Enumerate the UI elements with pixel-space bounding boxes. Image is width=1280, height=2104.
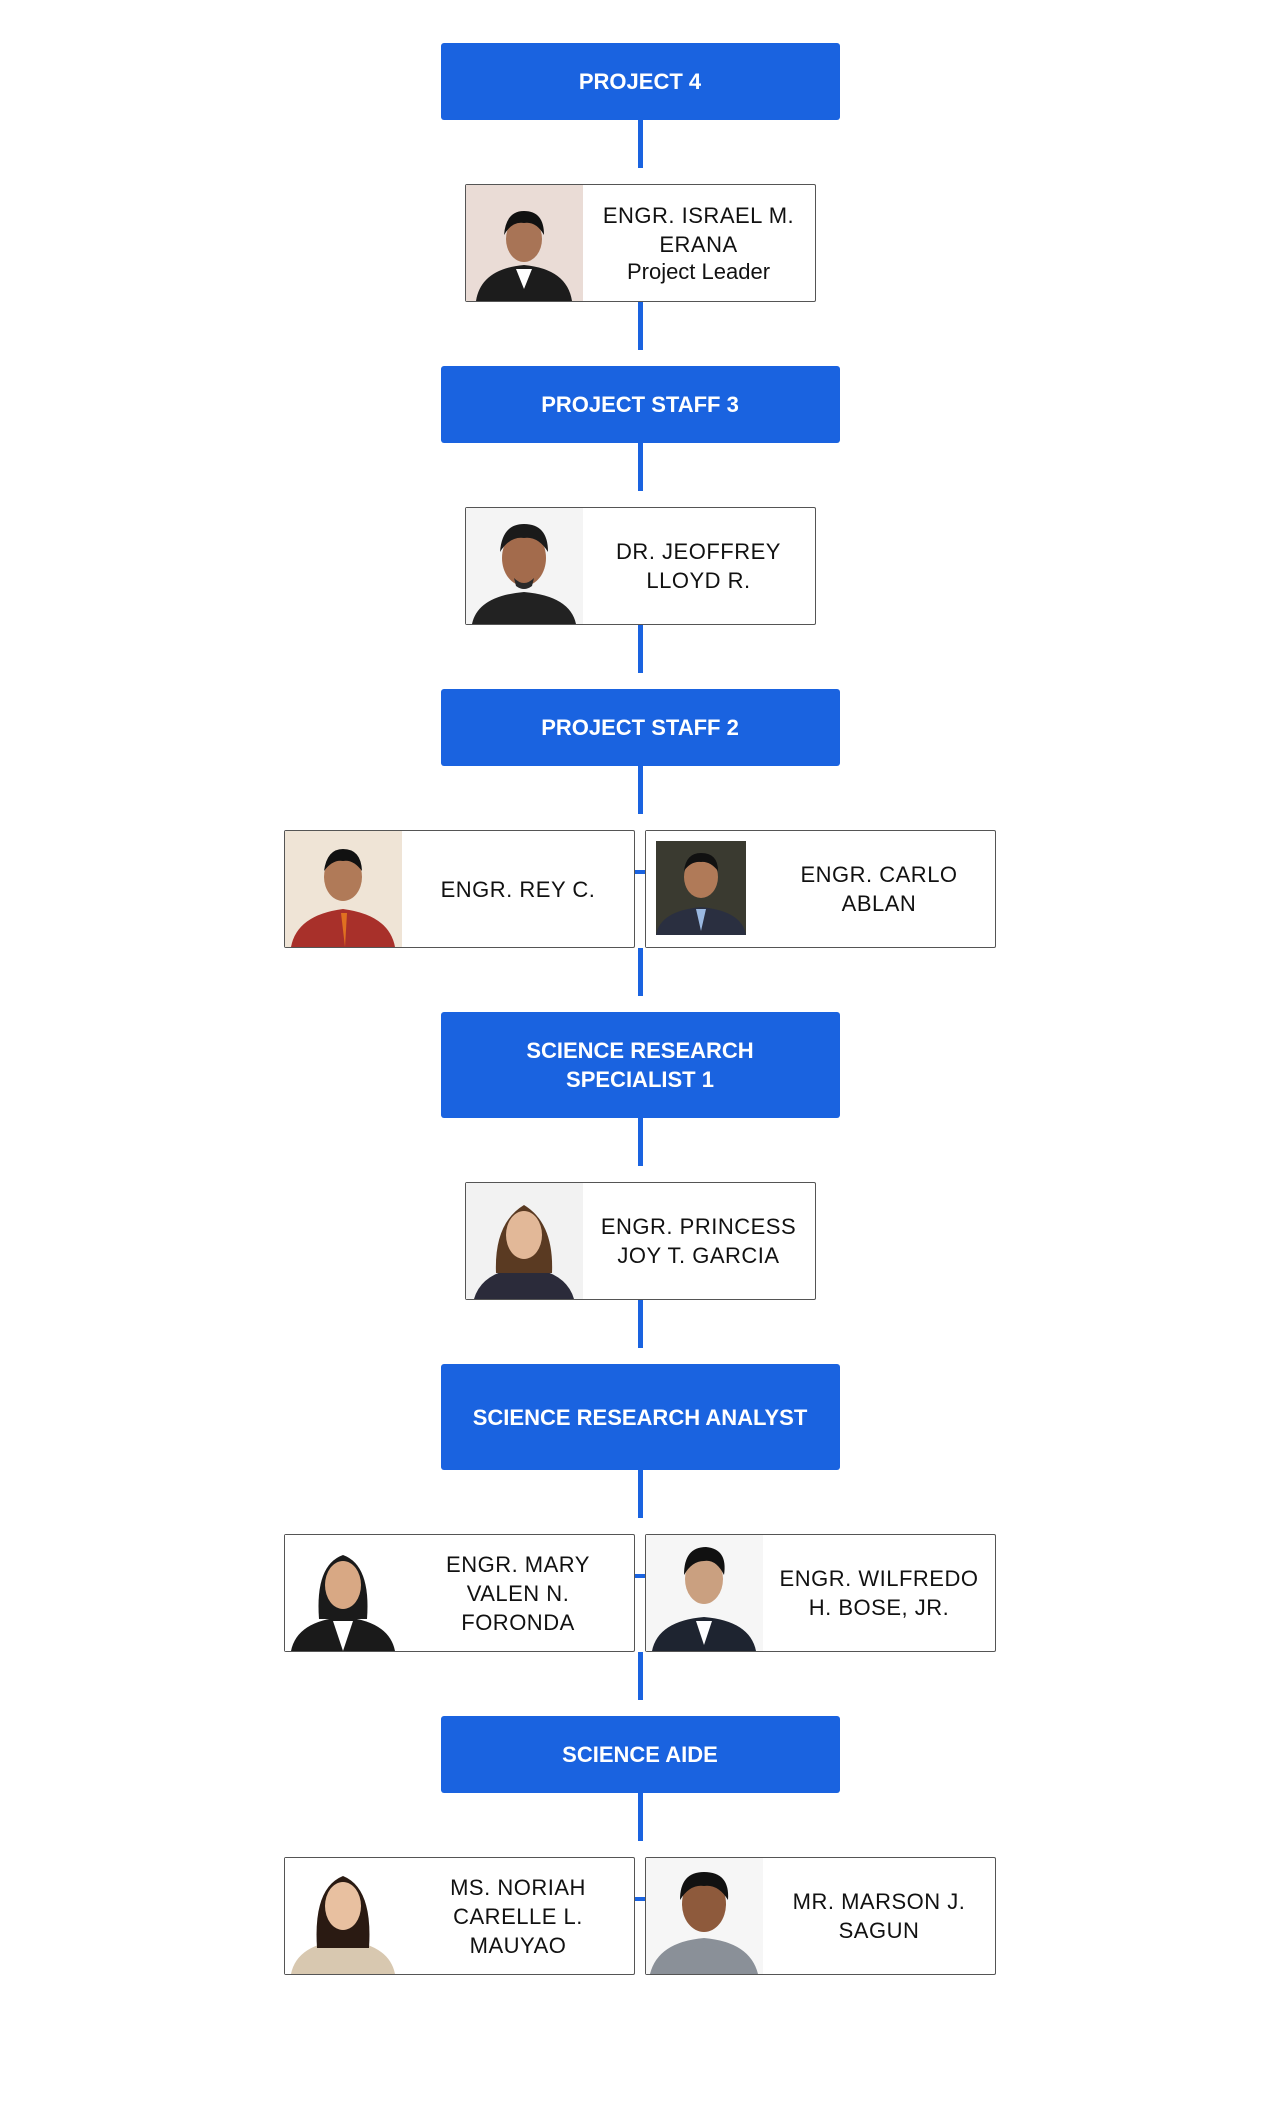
member-card: ENGR. CARLO ABLAN	[645, 830, 996, 948]
member-name: ENGR. ISRAEL M. ERANA	[602, 203, 795, 257]
org-chart: PROJECT 4 ENGR. ISRAEL M. ERANA Project …	[0, 43, 1280, 1975]
member-card: ENGR. WILFREDO H. BOSE, JR.	[645, 1534, 996, 1652]
member-card: ENGR. MARY VALEN N. FORONDA	[284, 1534, 635, 1652]
member-card: MR. MARSON J. SAGUN	[645, 1857, 996, 1975]
connector-line	[637, 1118, 643, 1166]
connector-line	[637, 1652, 643, 1700]
connector-line	[637, 1300, 643, 1348]
member-photo	[646, 831, 763, 947]
member-name: ENGR. REY C.	[440, 876, 596, 902]
member-photo	[285, 1535, 402, 1651]
member-name: MS. NORIAH CARELLE L. MAUYAO	[450, 1874, 586, 1958]
connector-line	[637, 302, 643, 350]
member-photo	[285, 1858, 402, 1974]
member-position: Project Leader	[626, 259, 771, 284]
connector-line	[637, 120, 643, 168]
member-card: ENGR. PRINCESS JOY T. GARCIA	[464, 1182, 816, 1300]
member-name: DR. JEOFFREY LLOYD R.	[616, 539, 781, 593]
member-card: ENGR. REY C.	[284, 830, 635, 948]
connector-line	[635, 1897, 645, 1901]
member-row: ENGR. MARY VALEN N. FORONDA ENGR. WILFRE…	[284, 1534, 996, 1652]
member-photo	[285, 831, 402, 947]
member-name: ENGR. CARLO ABLAN	[800, 862, 958, 916]
connector-line	[637, 1793, 643, 1841]
connector-line	[637, 1470, 643, 1518]
member-card: MS. NORIAH CARELLE L. MAUYAO	[284, 1857, 635, 1975]
role-box-project-staff-2: PROJECT STAFF 2	[440, 689, 840, 766]
member-photo	[465, 185, 583, 301]
member-photo	[465, 508, 583, 624]
connector-line	[635, 870, 645, 874]
connector-line	[637, 766, 643, 814]
member-name: ENGR. WILFREDO H. BOSE, JR.	[779, 1566, 979, 1620]
member-card: ENGR. ISRAEL M. ERANA Project Leader	[464, 184, 816, 302]
member-photo	[646, 1535, 763, 1651]
member-photo	[465, 1183, 583, 1299]
member-card: DR. JEOFFREY LLOYD R.	[464, 507, 816, 625]
member-row: MS. NORIAH CARELLE L. MAUYAO MR. MARSON …	[284, 1857, 996, 1975]
role-box-science-aide: SCIENCE AIDE	[440, 1716, 840, 1793]
member-name: ENGR. MARY VALEN N. FORONDA	[446, 1551, 590, 1635]
member-row: ENGR. REY C. ENGR. CARLO ABLAN	[284, 830, 996, 948]
member-name: MR. MARSON J. SAGUN	[792, 1889, 966, 1943]
role-box-project-staff-3: PROJECT STAFF 3	[440, 366, 840, 443]
connector-line	[635, 1574, 645, 1578]
role-box-science-research-analyst: SCIENCE RESEARCH ANALYST	[440, 1364, 840, 1470]
connector-line	[637, 948, 643, 996]
role-box-science-research-specialist-1: SCIENCE RESEARCH SPECIALIST 1	[440, 1012, 840, 1118]
role-box-project-4: PROJECT 4	[440, 43, 840, 120]
member-name: ENGR. PRINCESS JOY T. GARCIA	[600, 1214, 797, 1268]
member-photo	[646, 1858, 763, 1974]
connector-line	[637, 625, 643, 673]
connector-line	[637, 443, 643, 491]
